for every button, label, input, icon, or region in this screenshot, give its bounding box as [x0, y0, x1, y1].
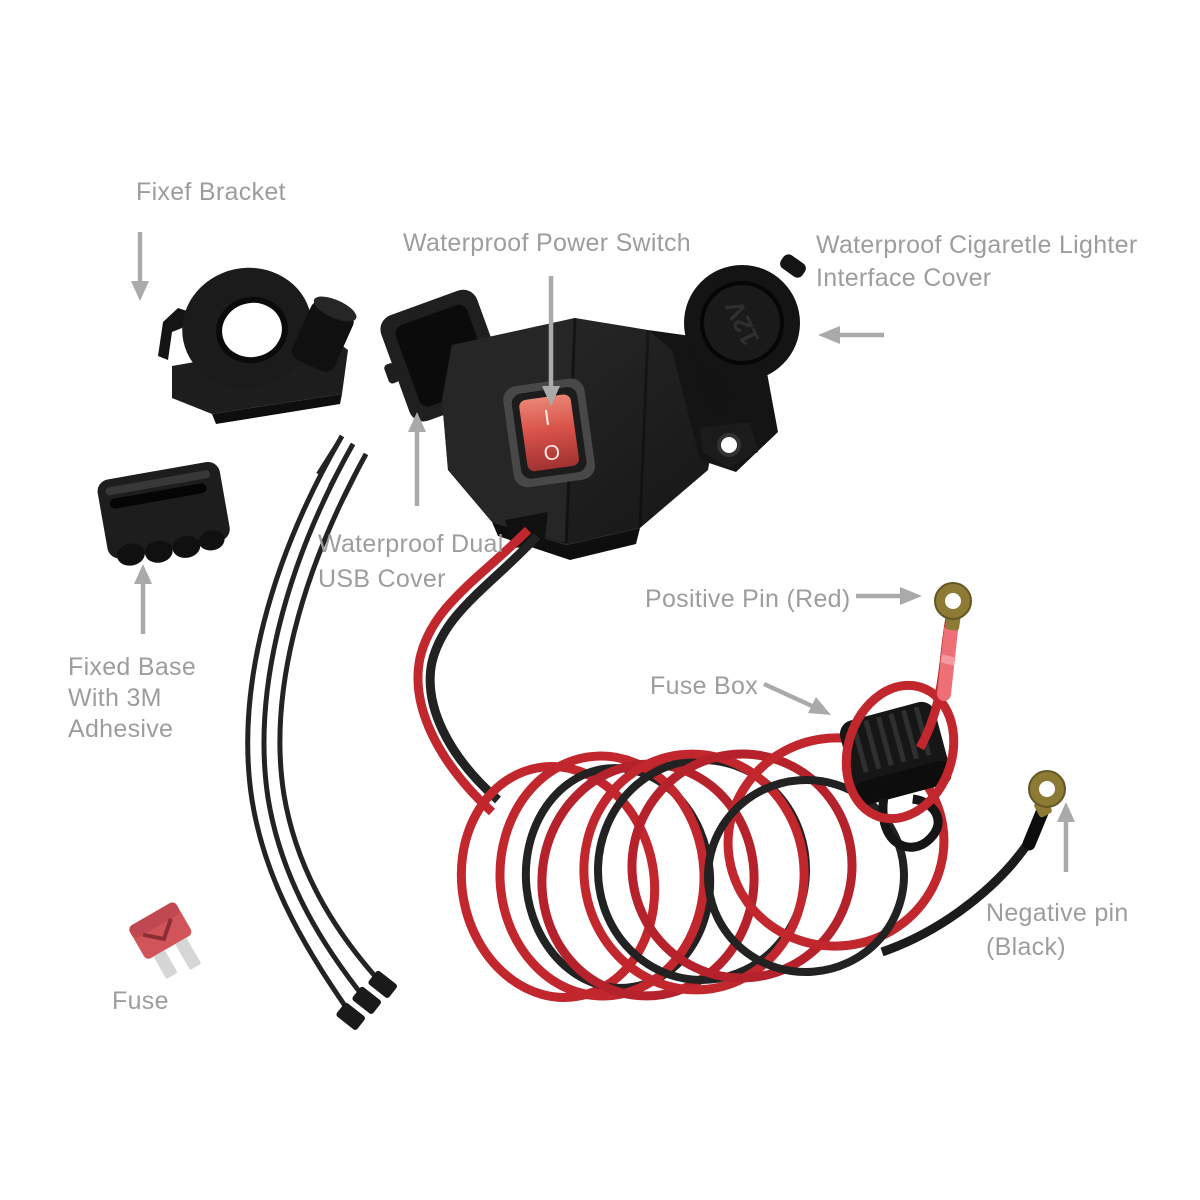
fixed-base-arrow-icon — [134, 564, 152, 634]
fuse-box-image — [839, 680, 959, 852]
usb-cover-label: Waterproof Dual USB Cover — [318, 527, 504, 597]
fuse-label: Fuse — [112, 987, 169, 1015]
fuse-box-arrow-icon — [763, 681, 831, 715]
wire-coil-image — [456, 733, 949, 1002]
lighter-cap: 12V — [684, 254, 806, 412]
usb-cover-label-line2: USB Cover — [318, 565, 446, 593]
lighter-cover-label: Waterproof Cigaretle Lighter Interface C… — [816, 229, 1138, 295]
positive-pin-image — [916, 582, 972, 751]
lighter-cover-label-line2: Interface Cover — [816, 264, 992, 292]
power-switch-label: Waterproof Power Switch — [403, 229, 692, 257]
usb-cover-label-line1: Waterproof Dual — [318, 530, 504, 558]
negative-pin-label: Negative pin (Black) — [986, 896, 1129, 964]
switch-off-marking: O — [542, 441, 561, 466]
fixed-base-label: Fixed Base With 3M Adhesive — [68, 652, 196, 745]
fuse-image — [129, 902, 201, 979]
negative-pin-image — [880, 770, 1066, 957]
power-switch: I O — [503, 378, 596, 488]
fixed-bracket-image — [158, 267, 357, 424]
fixed-base-label-line2: With 3M — [68, 684, 162, 712]
positive-pin-arrow-icon — [856, 587, 922, 605]
power-wire-pair — [413, 526, 541, 816]
switch-on-marking: I — [542, 405, 552, 431]
lighter-cover-label-line1: Waterproof Cigaretle Lighter — [816, 231, 1138, 259]
main-unit-image: 12V I O — [380, 254, 806, 560]
negative-pin-label-line1: Negative pin — [986, 899, 1129, 927]
fixed-bracket-label: Fixef Bracket — [136, 178, 286, 206]
bracket-arrow-icon — [131, 232, 149, 301]
fixed-base-image — [97, 461, 230, 566]
cable-ties-image — [245, 434, 397, 1030]
usb-cover-arrow-icon — [408, 412, 426, 506]
positive-pin-label: Positive Pin (Red) — [645, 585, 851, 613]
power-switch-arrow-icon — [542, 276, 560, 406]
fuse-box-label: Fuse Box — [650, 672, 759, 700]
lighter-cover-arrow-icon — [818, 326, 884, 344]
negative-pin-label-line2: (Black) — [986, 933, 1066, 961]
fixed-base-label-line1: Fixed Base — [68, 653, 197, 681]
negative-pin-arrow-icon — [1057, 802, 1075, 872]
fixed-base-label-line3: Adhesive — [68, 715, 174, 743]
